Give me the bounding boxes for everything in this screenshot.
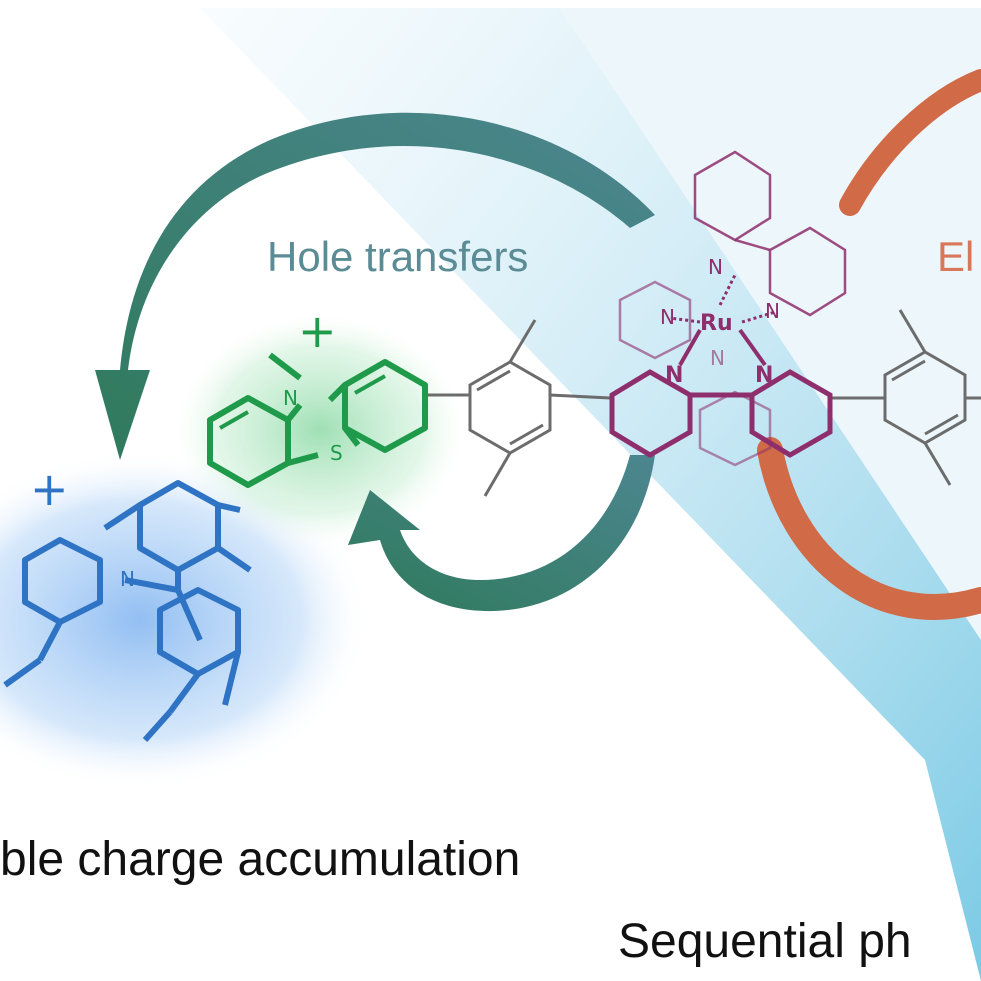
atom-n-front-right: N	[755, 363, 773, 388]
atom-sulfur: S	[330, 441, 343, 465]
atom-n-amine: N	[120, 567, 135, 591]
atom-ruthenium: Ru	[700, 311, 733, 336]
charge-plus-blue: +	[30, 462, 69, 516]
charge-plus-green: +	[298, 304, 337, 358]
electron-arc-bottom	[757, 437, 981, 620]
atom-n-front-left: N	[665, 363, 683, 388]
triarylamine	[3, 480, 252, 742]
atom-n-back: N	[710, 346, 725, 370]
atom-n-methyl: N	[283, 386, 298, 410]
electron-arc-top	[839, 69, 981, 216]
charge-accumulation-label: ble charge accumulation	[0, 833, 521, 886]
atom-n-top: N	[708, 255, 723, 279]
mesityl-linker-right	[830, 309, 981, 486]
electron-transfers-label: El	[937, 233, 975, 280]
hole-transfer-arrow-small	[348, 455, 655, 612]
ruthenium-complex	[609, 150, 847, 467]
hole-transfers-label: Hole transfers	[267, 233, 529, 280]
atom-n-upper-right: N	[765, 299, 780, 323]
mesityl-linker-left	[425, 319, 611, 497]
light-beam	[200, 8, 981, 981]
atom-n-left: N	[660, 305, 675, 329]
phenothiazine	[207, 352, 428, 488]
sequential-label: Sequential ph	[618, 915, 912, 968]
